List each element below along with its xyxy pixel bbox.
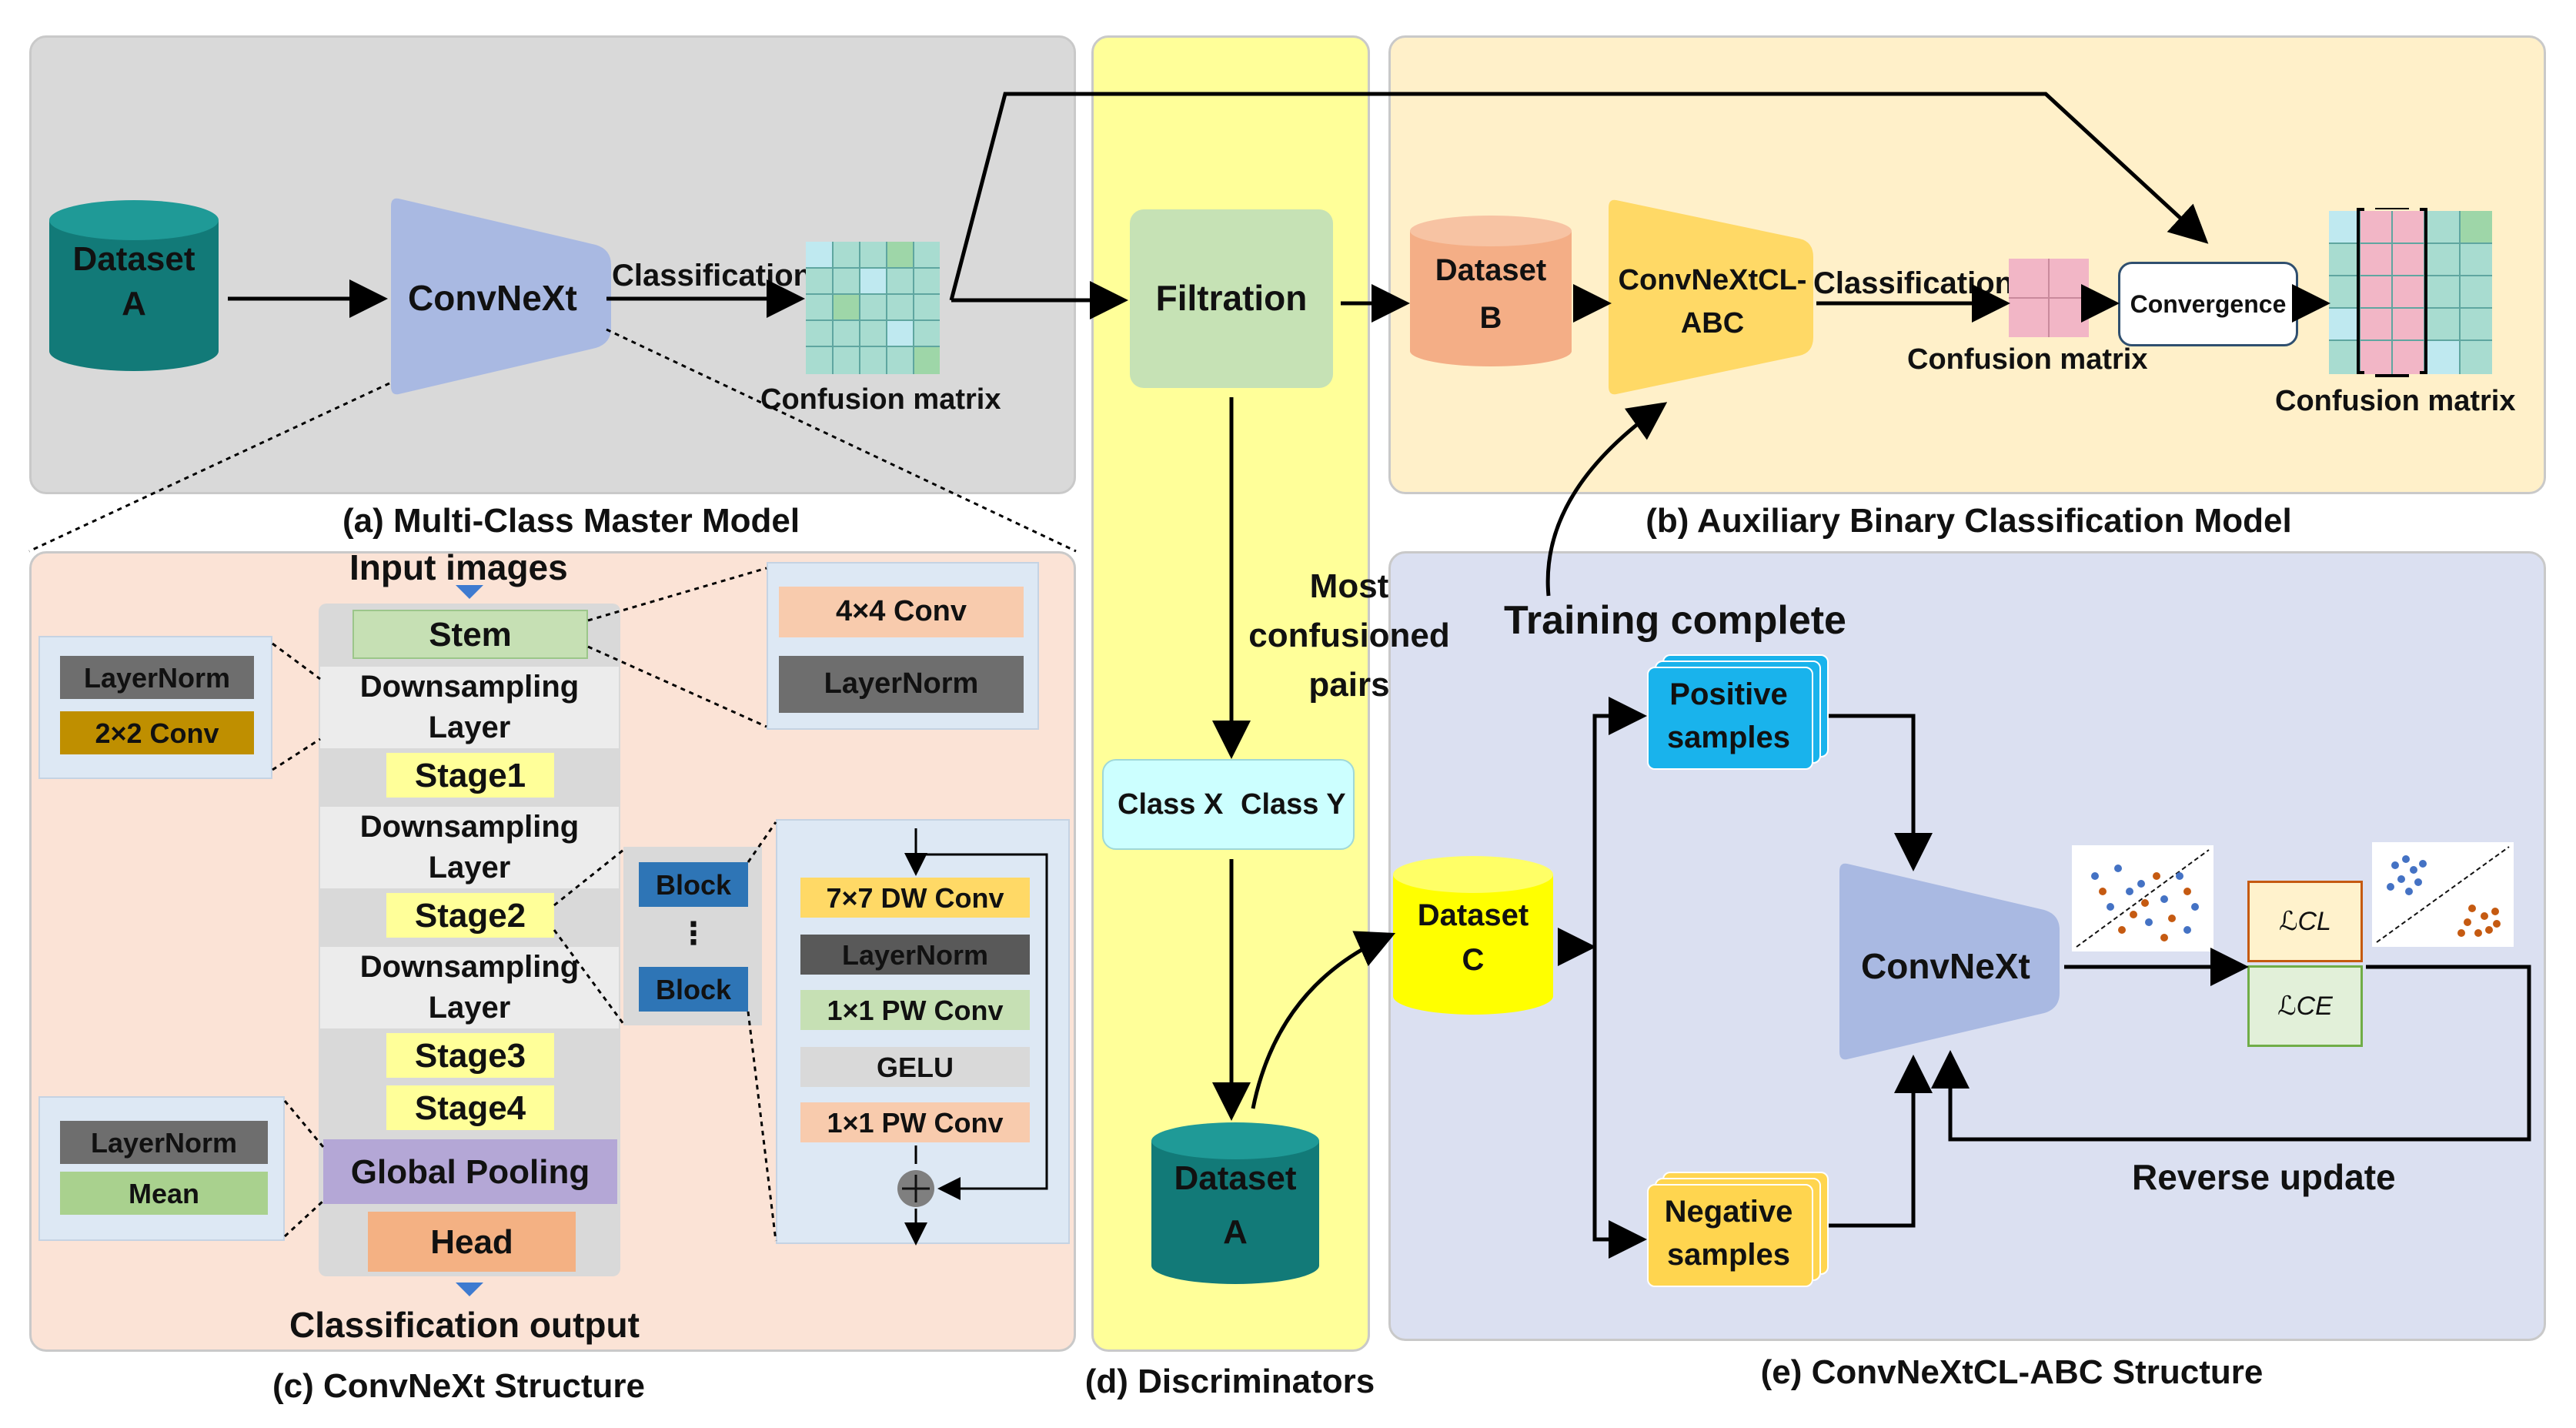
arrow-reverse-update: [1931, 965, 2531, 1142]
block-2: Block: [639, 967, 748, 1012]
confusion-matrix-big: [2329, 208, 2492, 377]
dataset-a-cylinder-d: [1151, 1122, 1319, 1284]
dataset-a-cylinder: [49, 200, 219, 371]
training-complete-label: Training complete: [1504, 598, 1846, 643]
confusion-matrix-a-label: Confusion matrix: [760, 383, 1001, 416]
arrow-positive-to-convnext: [1829, 714, 1933, 871]
stage4-block: Stage4: [386, 1085, 554, 1130]
stem-4x4-conv: 4×4 Conv: [779, 587, 1024, 637]
reverse-update-label: Reverse update: [2132, 1157, 2396, 1197]
arrow-to-negative: [1592, 947, 1647, 1259]
arrow-training-complete: [1545, 402, 1668, 597]
stage3-block: Stage3: [386, 1033, 554, 1078]
downsampling-layer-3: [320, 947, 619, 1028]
arrow-matrix-to-filtration: [949, 92, 2209, 301]
dataset-b-cylinder: [1410, 216, 1572, 366]
downsampling-layer-2: [320, 807, 619, 888]
convnext-master-trapezoid: [391, 198, 611, 395]
block-1: Block: [639, 862, 748, 907]
output-arrow-icon: [456, 1283, 483, 1296]
block-1x1-pw-conv-a: 1×1 PW Conv: [800, 990, 1030, 1030]
caption-d: (d) Discriminators: [1084, 1363, 1375, 1400]
stage2-block: Stage2: [386, 893, 554, 938]
arrow-negative-to-convnext: [1829, 1055, 1933, 1228]
class-x-label: Class X: [1118, 788, 1224, 821]
downsample-layernorm: LayerNorm: [60, 656, 254, 699]
block-1x1-pw-conv-b: 1×1 PW Conv: [800, 1102, 1030, 1142]
confusion-matrix-small-label: Confusion matrix: [1907, 343, 2148, 376]
confusion-matrix-a: [806, 242, 940, 374]
loss-ce-box: ℒCE: [2247, 965, 2363, 1047]
dataset-c-cylinder: [1393, 856, 1553, 1015]
caption-a: (a) Multi-Class Master Model: [342, 502, 800, 540]
negative-samples-box: [1647, 1184, 1813, 1287]
block-7x7-dw-conv: 7×7 DW Conv: [800, 878, 1030, 918]
pooling-layernorm: LayerNorm: [60, 1121, 268, 1164]
downsample-2x2-conv: 2×2 Conv: [60, 711, 254, 754]
caption-e: (e) ConvNeXtCL-ABC Structure: [1760, 1353, 2264, 1391]
caption-b: (b) Auxiliary Binary Classification Mode…: [1645, 502, 2292, 540]
convnext-e-trapezoid: [1839, 863, 2060, 1060]
loss-cl-box: ℒCL: [2247, 881, 2363, 962]
stem-layernorm: LayerNorm: [779, 656, 1024, 713]
pooling-detail-panel: [38, 1096, 285, 1241]
input-arrow-icon: [456, 585, 483, 599]
convnext-master-label: ConvNeXt: [408, 278, 577, 318]
positive-samples-box: [1647, 667, 1813, 770]
filtration-box: Filtration: [1130, 209, 1333, 388]
block-ellipsis: ⋮: [678, 917, 709, 951]
block-gelu: GELU: [800, 1047, 1030, 1087]
scatter-before-icon: [2072, 845, 2213, 951]
class-y-label: Class Y: [1241, 788, 1346, 821]
global-pooling-block: Global Pooling: [323, 1139, 617, 1204]
pooling-mean: Mean: [60, 1172, 268, 1215]
arrow-dataset-to-dataset-c: [1251, 931, 1396, 1109]
classification-output-label: Classification output: [289, 1305, 640, 1345]
convnext-e-label: ConvNeXt: [1861, 946, 2030, 986]
convnextcl-abc-label: ConvNeXtCL-ABC: [1618, 264, 1807, 339]
caption-c: (c) ConvNeXt Structure: [272, 1367, 646, 1405]
stage1-block: Stage1: [386, 753, 554, 798]
confusion-matrix-small: [2009, 259, 2089, 337]
head-block: Head: [368, 1212, 576, 1272]
class-pair-box: [1102, 759, 1355, 850]
residual-add-icon: [897, 1170, 934, 1207]
block-layernorm: LayerNorm: [800, 935, 1030, 975]
convergence-box: Convergence: [2118, 262, 2298, 346]
confusion-matrix-big-label: Confusion matrix: [2275, 385, 2516, 417]
scatter-after-icon: [2372, 842, 2514, 947]
stem-block: Stem: [352, 610, 588, 659]
arrow-to-positive: [1592, 697, 1647, 947]
input-images-label: Input images: [349, 547, 568, 587]
downsampling-layer-1: [320, 667, 619, 748]
convnextcl-abc-trapezoid: [1609, 199, 1813, 395]
